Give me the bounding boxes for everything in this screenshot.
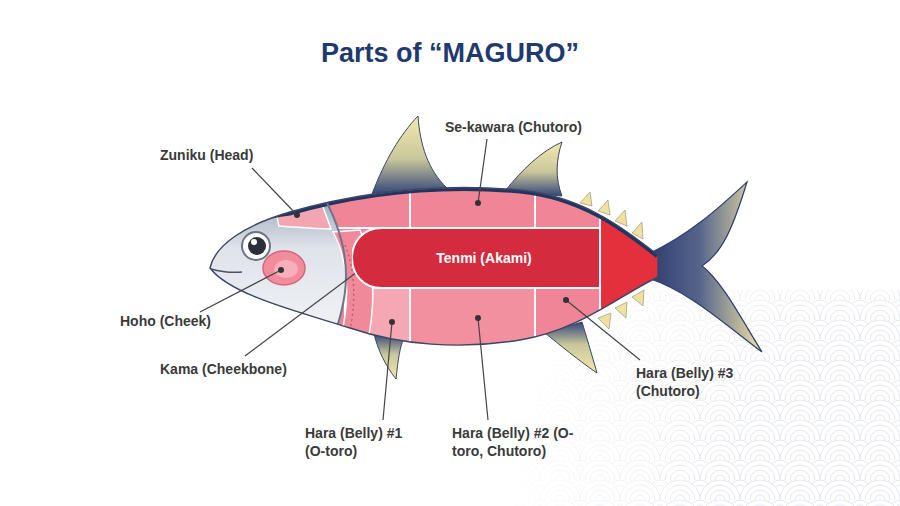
body-fill	[200, 150, 670, 370]
part-label: Kama (Cheekbone)	[160, 360, 287, 378]
body-outline	[210, 188, 658, 345]
eye	[242, 232, 270, 260]
part-label: Hoho (Cheek)	[120, 312, 211, 330]
cheek-meat-center	[274, 260, 298, 278]
head-skin	[195, 186, 346, 362]
part-label: Se-kawara (Chutoro)	[445, 118, 582, 136]
eye-highlight	[251, 239, 257, 245]
region-fill	[352, 228, 600, 288]
region-label: Tenmi (Akami)	[436, 249, 531, 267]
cheek-meat	[263, 251, 305, 285]
label-box: Hara (Belly) #2 (O-toro, Chutoro)	[452, 424, 577, 460]
dorsal-fin	[372, 116, 447, 194]
tuna-body	[195, 150, 670, 370]
part-label: Zuniku (Head)	[160, 146, 253, 164]
label-box: Hara (Belly) #1 (O-toro)	[305, 424, 415, 460]
meat-region: Tenmi (Akami)	[352, 228, 600, 288]
label-box: Se-kawara (Chutoro)	[445, 118, 582, 136]
tail-fin	[648, 182, 762, 352]
dorsal-fin	[505, 142, 562, 196]
tail-meat	[600, 150, 670, 370]
gill-line	[320, 190, 346, 356]
label-box: Hara (Belly) #3 (Chutoro)	[636, 364, 746, 400]
mouth	[211, 269, 242, 272]
diagram-title: Parts of “MAGURO”	[0, 38, 900, 69]
label-box: Zuniku (Head)	[160, 146, 253, 164]
part-label: Hara (Belly) #2 (O-toro, Chutoro)	[452, 424, 577, 460]
leader-lines	[200, 139, 640, 420]
part-label: Hara (Belly) #1 (O-toro)	[305, 424, 415, 460]
part-label: Hara (Belly) #3 (Chutoro)	[636, 364, 746, 400]
label-box: Hoho (Cheek)	[120, 312, 211, 330]
pupil	[248, 237, 266, 255]
label-box: Kama (Cheekbone)	[160, 360, 287, 378]
